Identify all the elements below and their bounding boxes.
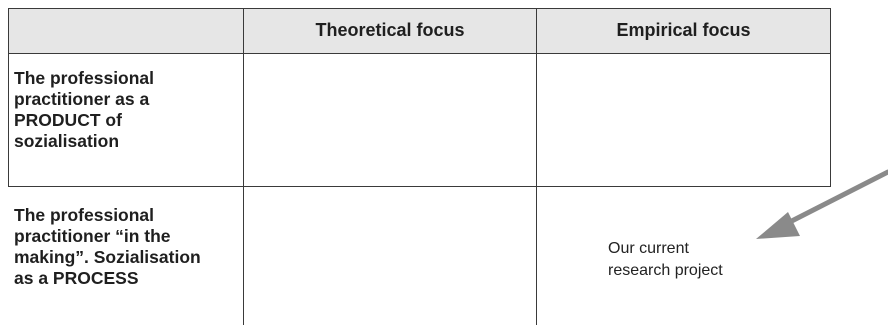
table-top-border [8,8,831,9]
header-row-background [8,8,831,53]
row-header-process: The professional practitioner “in the ma… [14,205,201,288]
column-divider-2 [536,8,537,325]
cell-process-empirical: Our current research project [608,240,723,279]
table-left-border [8,8,9,186]
header-divider [8,53,831,54]
table-right-border [830,8,831,186]
row-header-product: The professional practitioner as a PRODU… [14,68,155,151]
column-header-theoretical: Theoretical focus [315,20,465,40]
column-header-empirical: Empirical focus [616,20,751,40]
row-divider [8,186,831,187]
column-divider-1 [243,8,244,325]
